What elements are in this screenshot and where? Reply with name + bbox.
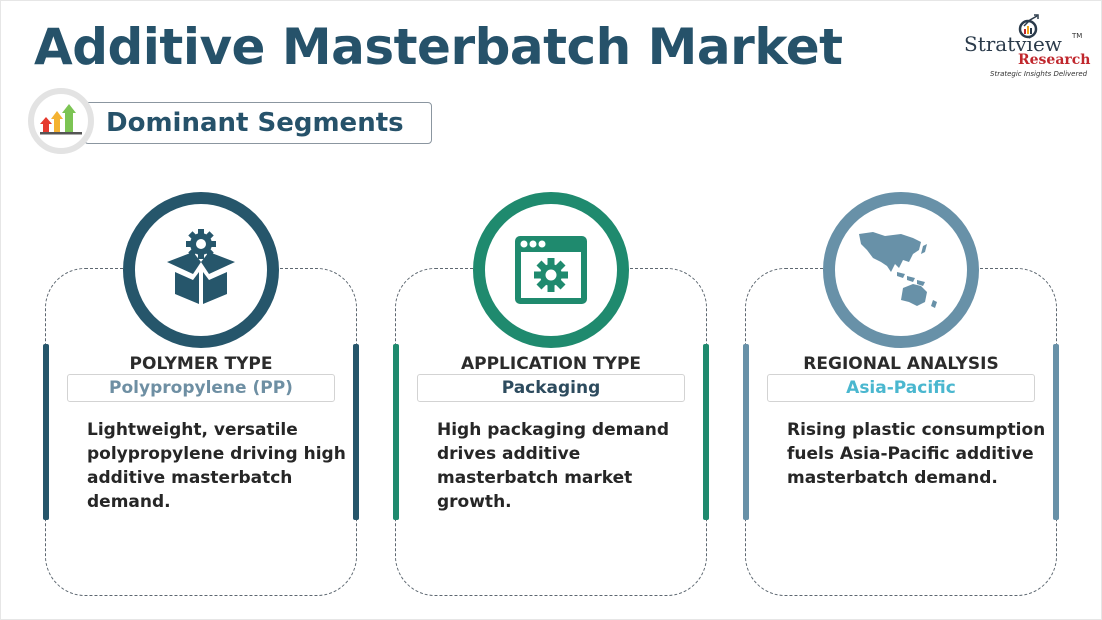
logo-tagline: Strategic Insights Delivered	[990, 70, 1088, 78]
section-badge	[28, 88, 94, 154]
box-gear-icon	[167, 229, 235, 304]
segment-value: Asia-Pacific	[767, 374, 1035, 402]
segment-card-regional-analysis: REGIONAL ANALYSIS Asia-Pacific Rising pl…	[743, 192, 1059, 596]
browser-gear-icon	[515, 236, 587, 304]
icon-circle	[473, 192, 629, 348]
segment-description: Rising plastic consumption fuels Asia-Pa…	[787, 420, 1046, 488]
segment-card-polymer-type: POLYMER TYPE Polypropylene (PP) Lightwei…	[43, 192, 359, 596]
card-accent-bar-right	[703, 344, 709, 520]
segment-heading: APPLICATION TYPE	[460, 354, 642, 374]
card-accent-bar-right	[353, 344, 359, 520]
page-title: Additive Masterbatch Market	[34, 18, 843, 76]
segment-value: Packaging	[417, 374, 685, 402]
asia-pacific-map-icon	[859, 232, 937, 308]
segment-heading: REGIONAL ANALYSIS	[803, 354, 999, 374]
rising-arrows-icon	[40, 104, 82, 135]
logo-sub: Research	[1018, 52, 1091, 68]
segment-description: High packaging demand drives additive ma…	[437, 420, 670, 512]
icon-circle	[123, 192, 279, 348]
card-accent-bar-left	[743, 344, 749, 520]
logo-name: Stratview	[964, 32, 1062, 56]
icon-circle	[823, 192, 979, 348]
segment-card-application-type: APPLICATION TYPE Packaging High packagin…	[393, 192, 709, 596]
logo-trademark: TM	[1072, 32, 1083, 40]
segment-value: Polypropylene (PP)	[67, 374, 335, 402]
segment-heading: POLYMER TYPE	[129, 354, 273, 374]
section-label: Dominant Segments	[106, 108, 404, 138]
stratview-logo: Stratview TM Research Strategic Insights…	[960, 10, 1090, 80]
magnifier-chart-icon	[1018, 14, 1039, 39]
card-accent-bar-left	[43, 344, 49, 520]
segment-description: Lightweight, versatile polypropylene dri…	[87, 420, 346, 512]
card-accent-bar-right	[1053, 344, 1059, 520]
section-label-box	[84, 102, 432, 144]
card-accent-bar-left	[393, 344, 399, 520]
